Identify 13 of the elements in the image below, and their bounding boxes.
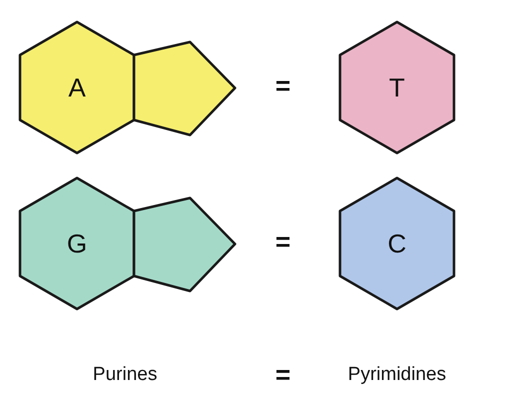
- equals-sign: =: [275, 360, 291, 390]
- hexagon-pentagon-shape: [18, 20, 238, 156]
- equals-sign: =: [275, 70, 291, 102]
- category-label: Pyrimidines: [348, 364, 446, 386]
- equals-sign: =: [275, 226, 291, 258]
- category-label: Purines: [92, 364, 158, 386]
- hexagon-shape: [338, 20, 457, 156]
- base-letter: C: [388, 228, 406, 260]
- base-letter: T: [389, 72, 405, 104]
- base-letter: G: [66, 228, 88, 260]
- hexagon-shape: [338, 176, 457, 312]
- hexagon-pentagon-shape: [18, 176, 238, 312]
- base-letter: A: [68, 72, 86, 104]
